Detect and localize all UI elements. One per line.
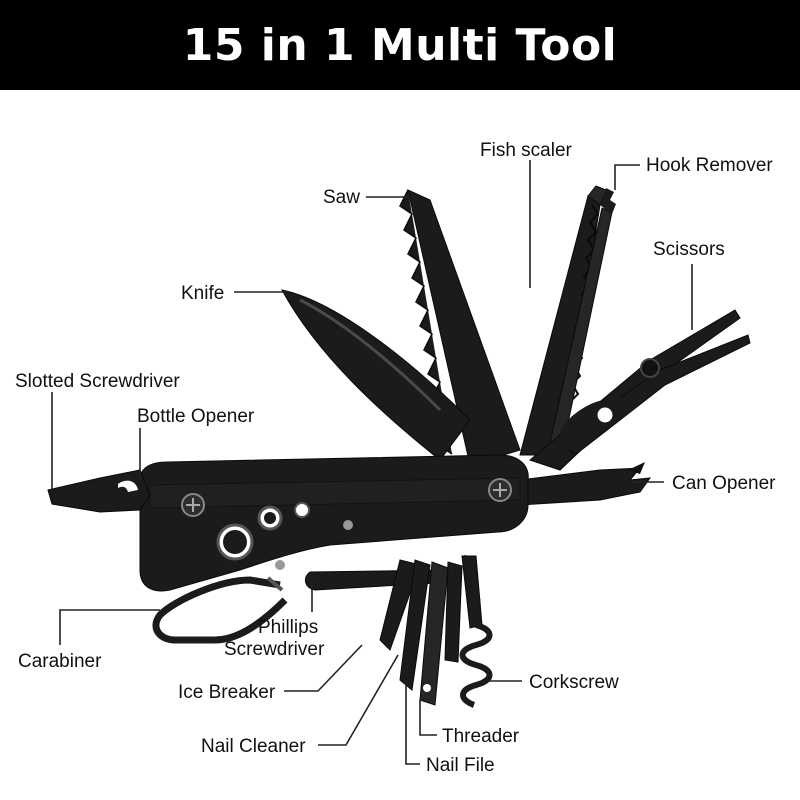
label-knife: Knife (181, 283, 224, 304)
label-carabiner: Carabiner (18, 651, 102, 672)
leader-lines (51, 160, 693, 765)
leader-ice-breaker (284, 644, 363, 692)
label-corkscrew: Corkscrew (529, 672, 619, 693)
leader-nail-cleaner (318, 654, 399, 746)
bottle-opener-tool (47, 469, 151, 513)
knife-blade (281, 289, 471, 461)
label-scissors: Scissors (653, 239, 725, 260)
label-nail-cleaner: Nail Cleaner (201, 736, 306, 757)
label-fish-scaler: Fish scaler (480, 140, 573, 161)
saw-blade (399, 189, 521, 466)
label-phillips-line2: Screwdriver (224, 639, 325, 660)
multi-tool-illustration (47, 185, 751, 708)
scissors-tool (528, 309, 751, 471)
leader-threader (419, 700, 437, 736)
title-banner: 15 in 1 Multi Tool (0, 0, 800, 90)
label-hook-remover: Hook Remover (646, 155, 773, 176)
label-slotted-screwdriver: Slotted Screwdriver (15, 371, 180, 392)
label-can-opener: Can Opener (672, 473, 776, 494)
lower-tools-fan (379, 554, 481, 706)
tool-handle (139, 454, 529, 592)
label-phillips-line1: Phillips (258, 617, 318, 638)
carabiner-tool (152, 576, 288, 644)
can-opener-tool (519, 462, 652, 506)
page-title: 15 in 1 Multi Tool (182, 19, 618, 71)
label-saw: Saw (323, 187, 360, 208)
label-bottle-opener: Bottle Opener (137, 406, 255, 427)
leader-nail-file (405, 680, 420, 765)
label-threader: Threader (442, 726, 520, 747)
label-nail-file: Nail File (426, 755, 495, 776)
labels: Fish scaler Hook Remover Saw Scissors Kn… (15, 140, 776, 776)
leader-hook-remover (614, 164, 640, 190)
leader-carabiner (59, 609, 160, 645)
corkscrew-tool (459, 555, 493, 708)
label-ice-breaker: Ice Breaker (178, 682, 276, 703)
